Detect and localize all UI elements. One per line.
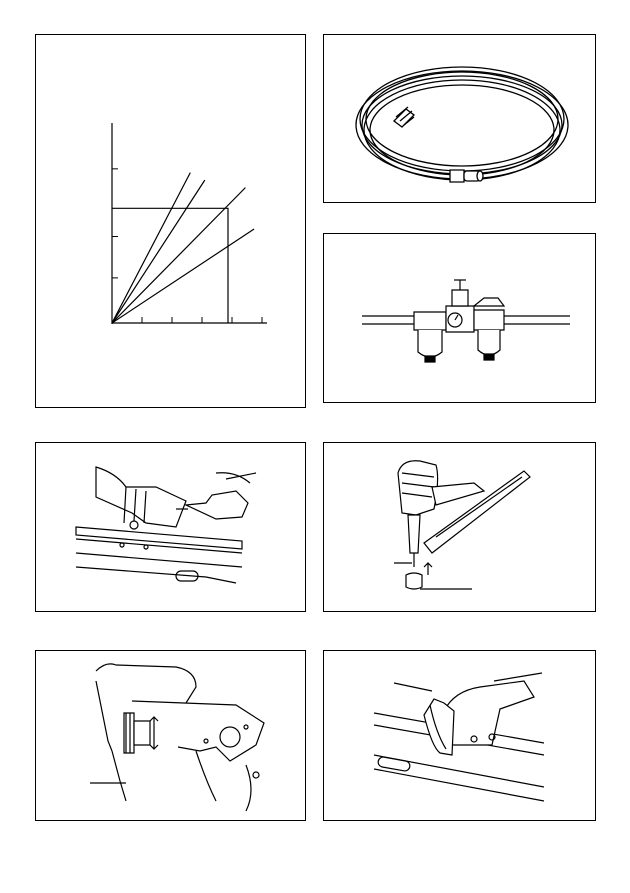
series-line-1: [112, 173, 190, 323]
chart-lines: [112, 173, 254, 323]
chart-axes: [112, 123, 267, 324]
figure-nailer-with-cap: [323, 442, 596, 612]
figure-air-set: [323, 233, 596, 403]
nailer-with-cap-icon: [324, 443, 597, 613]
air-hose-icon: [324, 35, 597, 204]
oil-injection-icon: [36, 443, 307, 613]
line-graph: [36, 35, 307, 409]
series-line-4: [112, 229, 254, 323]
filter-regulator-lubricator-icon: [324, 234, 597, 404]
figure-hook: [323, 650, 596, 821]
figure-depth-adjuster: [35, 650, 306, 821]
hook-icon: [324, 651, 597, 822]
figure-line-graph: [35, 34, 306, 408]
depth-adjuster-icon: [36, 651, 307, 822]
figure-oil-injection: [35, 442, 306, 612]
figure-air-hose: [323, 34, 596, 203]
series-line-2: [112, 180, 205, 323]
